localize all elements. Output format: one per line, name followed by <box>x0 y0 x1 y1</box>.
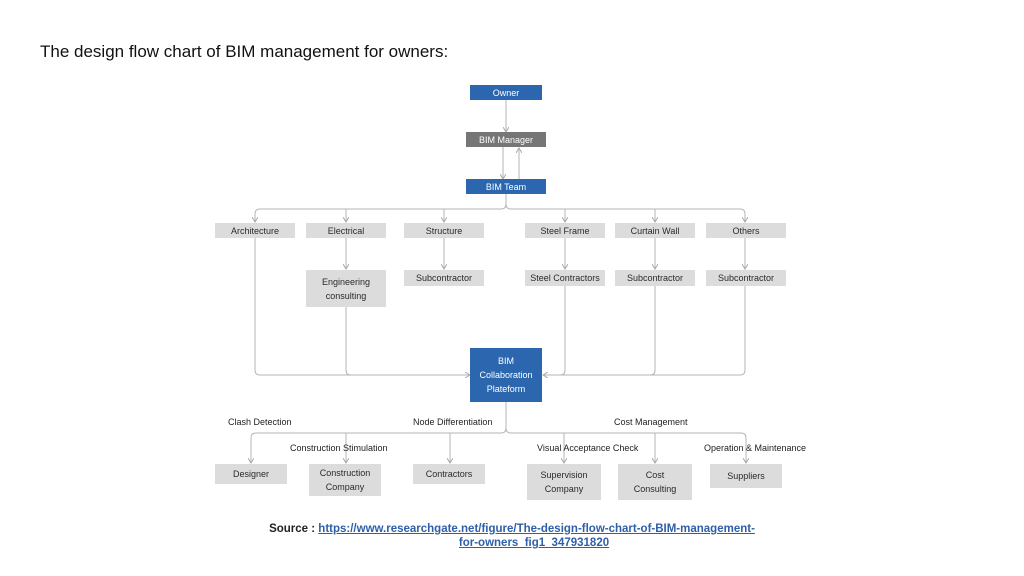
label-operation-maintenance: Operation & Maintenance <box>704 443 807 453</box>
edge-arch-platform <box>254 238 470 375</box>
node-engineering-consulting: Engineering consulting <box>306 270 386 307</box>
edge-team-bus <box>255 194 507 222</box>
label-visual-acceptance-check: Visual Acceptance Check <box>537 443 639 453</box>
label-construction-stimulation: Construction Stimulation <box>290 443 388 453</box>
node-structure: Structure <box>404 223 484 238</box>
edge-curtain-platform <box>560 286 656 376</box>
node-curtain-wall: Curtain Wall <box>615 223 695 238</box>
node-bim-team: BIM Team <box>466 179 546 194</box>
node-contractors: Contractors <box>413 464 485 484</box>
edge-team-bus-right <box>505 203 745 222</box>
label-cost-management: Cost Management <box>614 417 688 427</box>
node-architecture: Architecture <box>215 223 295 238</box>
node-others: Others <box>706 223 786 238</box>
node-supervision-company: Supervision Company <box>527 464 601 500</box>
node-steel-contractors: Steel Contractors <box>525 270 605 286</box>
label-node-differentiation: Node Differentiation <box>413 417 493 427</box>
node-others-subcontractor: Subcontractor <box>706 270 786 286</box>
node-suppliers: Suppliers <box>710 464 782 488</box>
source-link-line2[interactable]: for-owners_fig1_347931820 <box>458 537 610 549</box>
edge-others-platform <box>650 286 746 376</box>
edge-eng-platform <box>345 307 352 376</box>
source-link-line1[interactable]: https://www.researchgate.net/figure/The-… <box>318 523 755 535</box>
node-steel-frame: Steel Frame <box>525 223 605 238</box>
source-citation: Source : https://www.researchgate.net/fi… <box>0 522 1024 550</box>
node-bim-collaboration-platform: BIM Collaboration Plateform <box>470 348 542 402</box>
node-construction-company: Construction Company <box>309 464 381 496</box>
node-bim-manager: BIM Manager <box>466 132 546 147</box>
node-electrical: Electrical <box>306 223 386 238</box>
node-structure-subcontractor: Subcontractor <box>404 270 484 286</box>
node-designer: Designer <box>215 464 287 484</box>
node-curtain-subcontractor: Subcontractor <box>615 270 695 286</box>
edge-platform-bus <box>251 402 507 463</box>
slide-title: The design flow chart of BIM management … <box>40 42 449 61</box>
label-clash-detection: Clash Detection <box>228 417 292 427</box>
edge-steel-platform <box>543 286 566 375</box>
source-label: Source : <box>269 523 316 535</box>
edge-platform-bus-right <box>505 427 746 463</box>
node-cost-consulting: Cost Consulting <box>618 464 692 500</box>
node-owner: Owner <box>470 85 542 100</box>
